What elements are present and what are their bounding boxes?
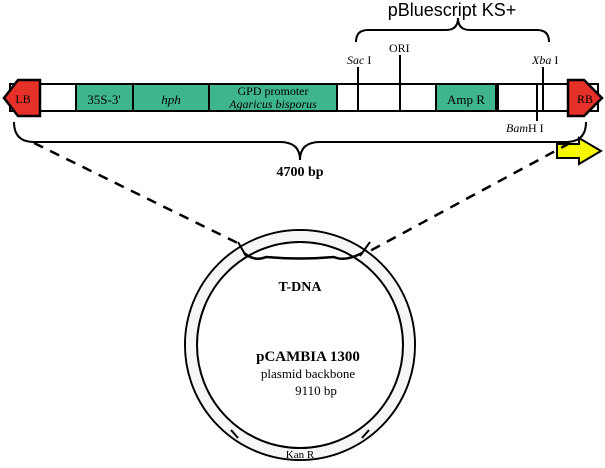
sac-label: Sac I (347, 53, 371, 67)
plasmid-description: plasmid backbone (261, 366, 355, 381)
kan-boundary-left (230, 429, 239, 439)
length-brace: 4700 bp (13, 121, 587, 180)
plasmid-outer-circle (184, 229, 416, 461)
ori-label: ORI (389, 41, 410, 55)
brace-path (355, 17, 550, 43)
tdna-segment (243, 251, 363, 261)
rb-arrow (566, 78, 604, 118)
plasmid-inner-circle (196, 241, 404, 449)
plasmid-map: T-DNA pCAMBIA 1300 plasmid backbone 9110… (184, 229, 416, 461)
tdna-label: T-DNA (278, 280, 322, 295)
gpd-label-line1: GPD promoter (238, 84, 309, 98)
gpd-label-line2: Agaricus bisporus (228, 97, 317, 111)
amp-label: Amp R (447, 92, 485, 107)
total-size-label: 4700 bp (276, 165, 323, 180)
tdna-boundary-right (359, 241, 371, 257)
rb-border: RB (566, 78, 604, 118)
zoom-line-right (367, 141, 571, 254)
plasmid-ring-fill (186, 231, 414, 459)
gpd-promoter-box (208, 83, 338, 112)
zoom-line-left (33, 141, 257, 254)
plasmid-name: pCAMBIA 1300 (256, 349, 360, 365)
rb-label: RB (577, 92, 593, 106)
bam-label: BamH I (506, 121, 544, 135)
kan-boundary-right (361, 429, 370, 439)
xba-label: Xba I (531, 53, 558, 67)
pbluescript-brace: pBluescript KS+ (355, 0, 550, 43)
pbluescript-label: pBluescript KS+ (388, 0, 517, 20)
tdna-boundary-left (237, 241, 247, 257)
amp-box (435, 83, 497, 112)
kan-label: Kan R (286, 449, 315, 461)
lb-border: LB (2, 78, 42, 118)
hph-label: hph (161, 92, 181, 107)
construct-bar: 35S-3' hph GPD promoter Agaricus bisporu… (9, 41, 599, 135)
plasmid-size: 9110 bp (295, 383, 337, 398)
terminator-label: 35S-3' (87, 92, 120, 107)
length-brace-path (13, 121, 587, 161)
lb-arrow (2, 78, 42, 118)
lb-label: LB (15, 92, 30, 106)
